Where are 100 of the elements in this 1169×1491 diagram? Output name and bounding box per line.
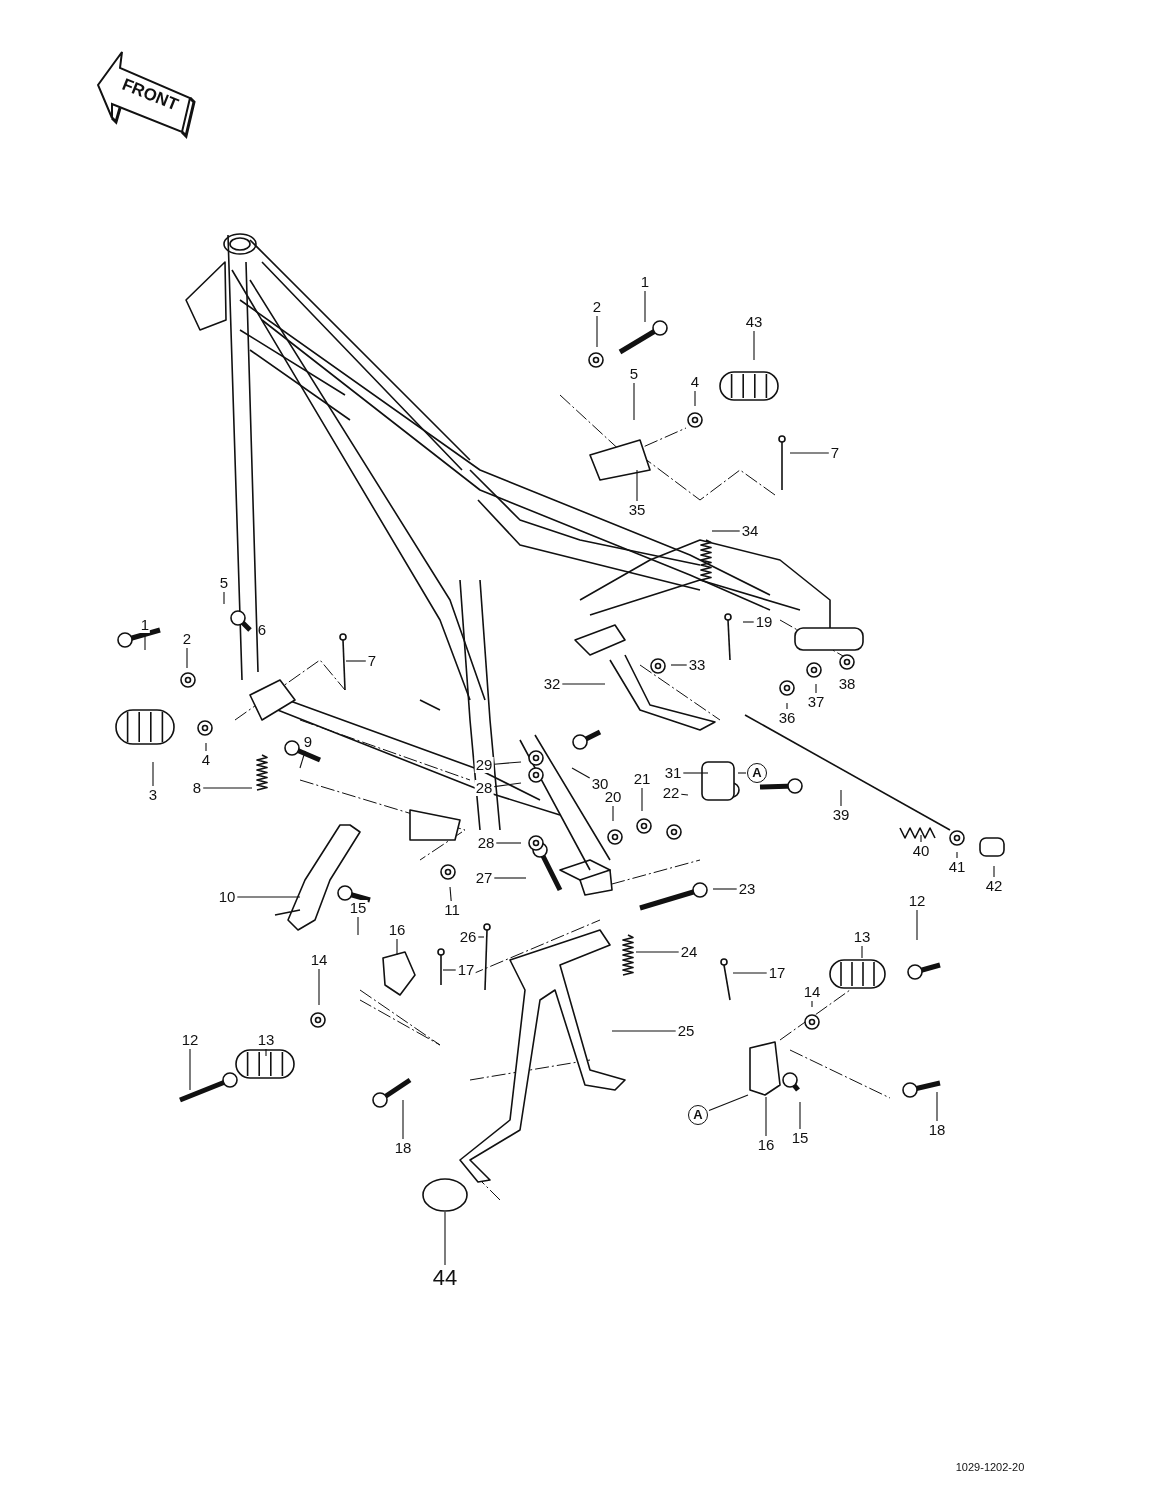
leader-line xyxy=(633,382,635,421)
callout-number: 26 xyxy=(458,929,478,945)
leader-line xyxy=(993,865,995,878)
leader-line xyxy=(357,916,359,936)
callout-number: 30 xyxy=(590,776,610,792)
callout-number: 37 xyxy=(806,694,826,710)
callout-number: 3 xyxy=(147,787,159,803)
leader-line xyxy=(493,761,522,765)
leader-line xyxy=(636,469,638,502)
leader-line xyxy=(799,1101,801,1130)
leader-line xyxy=(786,702,788,710)
callout-number: 22 xyxy=(661,785,681,801)
callout-number: 14 xyxy=(802,984,822,1000)
leader-line xyxy=(571,767,591,779)
callout-number: 38 xyxy=(838,674,856,692)
leader-line xyxy=(920,834,922,843)
callout-number: 17 xyxy=(456,962,476,978)
callout-number: 34 xyxy=(740,523,760,539)
callout-number: 27 xyxy=(474,870,494,886)
leader-line xyxy=(442,969,457,971)
leader-line xyxy=(396,938,398,956)
callout-number: 8 xyxy=(191,780,203,796)
callout-number: 1 xyxy=(139,617,151,633)
callout-number: 32 xyxy=(542,676,562,692)
callout-number: 41 xyxy=(947,859,967,875)
leader-line xyxy=(694,390,696,407)
leader-line xyxy=(477,936,485,938)
callout-number: 29 xyxy=(474,757,494,773)
callout-number: 18 xyxy=(927,1122,947,1138)
callout-number: 31 xyxy=(663,765,683,781)
callout-number: 42 xyxy=(984,878,1004,894)
leader-line xyxy=(708,1094,749,1112)
leader-line xyxy=(641,787,643,812)
leader-line xyxy=(612,805,614,822)
callout-number: 15 xyxy=(790,1130,810,1146)
callout-number: 5 xyxy=(628,366,640,382)
leader-line xyxy=(223,591,225,605)
callout-number: 36 xyxy=(777,710,797,726)
callout-number: 20 xyxy=(603,789,623,805)
leader-line xyxy=(189,1048,191,1091)
leader-line xyxy=(916,909,918,941)
leader-line xyxy=(840,789,842,807)
leader-line xyxy=(815,683,817,694)
callout-number: 7 xyxy=(829,445,841,461)
leader-line xyxy=(712,888,738,890)
callout-number: 15 xyxy=(348,900,368,916)
reference-mark: A xyxy=(688,1105,708,1125)
callout-number: 9 xyxy=(302,734,314,750)
leader-line xyxy=(402,1099,404,1140)
leader-line xyxy=(670,664,688,666)
callout-number: 18 xyxy=(393,1140,413,1156)
callout-number: 40 xyxy=(911,843,931,859)
callout-number: 23 xyxy=(737,881,757,897)
leader-line xyxy=(936,1091,938,1122)
leader-line xyxy=(265,1048,267,1057)
leader-line xyxy=(561,683,606,685)
callout-number: 19 xyxy=(754,614,774,630)
callout-number: 21 xyxy=(632,771,652,787)
callout-number: 35 xyxy=(627,502,647,518)
callout-number: 13 xyxy=(256,1032,276,1048)
leader-line xyxy=(732,972,768,974)
leader-line xyxy=(711,530,741,532)
leader-line xyxy=(299,750,306,769)
leader-line xyxy=(742,621,755,623)
callout-number: 28 xyxy=(474,780,494,796)
callout-number: 2 xyxy=(591,299,603,315)
callout-number: 6 xyxy=(257,620,267,638)
leader-line xyxy=(765,1096,767,1137)
callout-number: 11 xyxy=(443,902,461,918)
callout-number: 4 xyxy=(200,752,212,768)
leader-line xyxy=(152,761,154,787)
callout-number: 12 xyxy=(907,893,927,909)
leader-line xyxy=(635,951,680,953)
leader-line xyxy=(861,945,863,959)
callout-number: 4 xyxy=(689,374,701,390)
callout-number: 2 xyxy=(181,631,193,647)
leader-line xyxy=(495,842,522,844)
callout-number: 39 xyxy=(831,807,851,823)
leader-line xyxy=(449,886,452,902)
callout-number: 33 xyxy=(687,657,707,673)
leader-line xyxy=(318,968,320,1006)
callout-number: 17 xyxy=(767,965,787,981)
leader-line xyxy=(811,1000,813,1008)
leader-line xyxy=(789,452,830,454)
leader-line xyxy=(444,1211,446,1266)
callout-number: 10 xyxy=(217,889,237,905)
leader-line xyxy=(644,290,646,323)
callout-number: 28 xyxy=(476,835,496,851)
callout-number: 1 xyxy=(639,274,651,290)
leader-line xyxy=(956,851,958,859)
leader-line xyxy=(753,330,755,361)
reference-mark: A xyxy=(747,763,767,783)
leader-line xyxy=(596,315,598,348)
leader-line xyxy=(205,742,207,752)
leader-line xyxy=(682,772,709,774)
callout-number: 16 xyxy=(756,1137,776,1153)
callout-number: 24 xyxy=(679,944,699,960)
leader-line xyxy=(737,772,747,774)
callout-number: 7 xyxy=(366,653,378,669)
part-number: 1029-1202-20 xyxy=(955,1461,1025,1473)
